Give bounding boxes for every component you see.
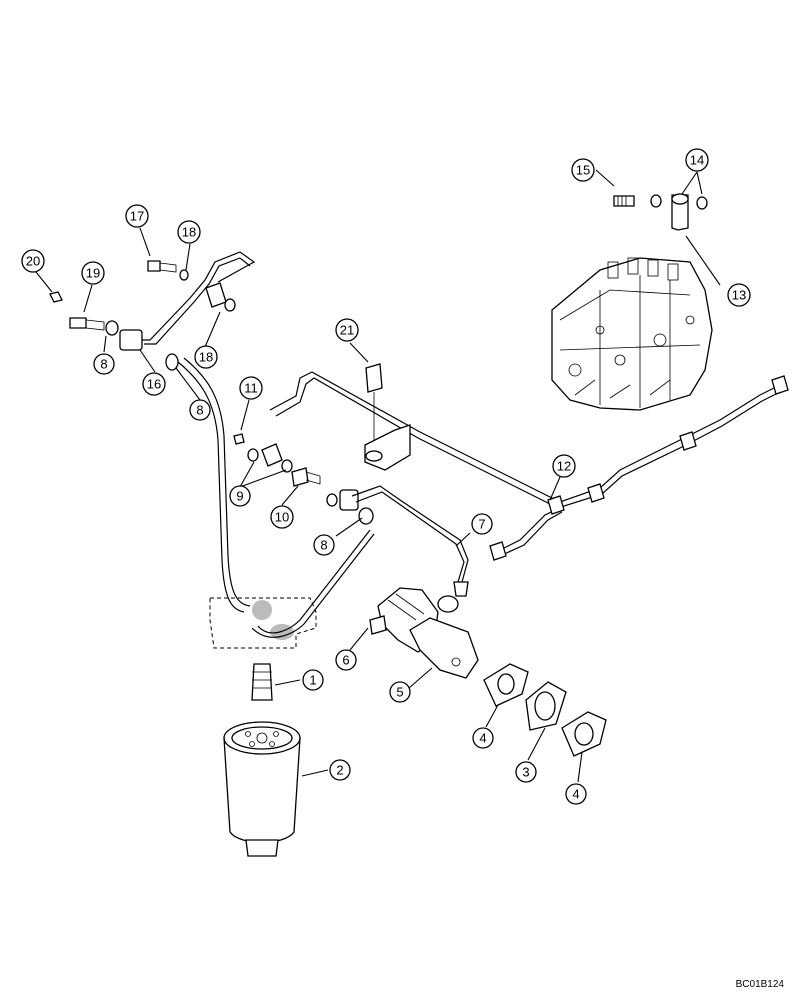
- callout-4a: 4: [472, 727, 494, 749]
- svg-text:8: 8: [196, 403, 203, 418]
- svg-text:11: 11: [244, 381, 258, 396]
- fuel-filter: [223, 721, 301, 857]
- callout-11: 11: [239, 376, 263, 400]
- svg-text:4: 4: [572, 787, 579, 802]
- callout-2: 2: [329, 759, 351, 781]
- svg-text:9: 9: [236, 489, 243, 504]
- callout-18a: 18: [177, 220, 201, 244]
- gaskets: [483, 663, 607, 757]
- svg-text:2: 2: [336, 763, 343, 778]
- callout-15: 15: [571, 158, 595, 182]
- fittings-center-left: [233, 433, 374, 525]
- callout-7: 7: [471, 513, 493, 535]
- callout-8b: 8: [189, 399, 211, 421]
- svg-text:10: 10: [275, 510, 289, 525]
- svg-text:3: 3: [522, 765, 529, 780]
- svg-text:14: 14: [690, 153, 704, 168]
- callout-label: 1: [309, 673, 316, 688]
- callout-1: 1: [302, 669, 324, 691]
- callout-16: 16: [142, 372, 166, 396]
- lift-pump: [369, 587, 479, 679]
- injection-pump: [551, 257, 713, 411]
- callout-17: 17: [125, 204, 149, 228]
- callout-10: 10: [270, 505, 294, 529]
- svg-text:12: 12: [557, 459, 571, 474]
- svg-text:5: 5: [396, 685, 403, 700]
- svg-text:8: 8: [100, 357, 107, 372]
- callout-8c: 8: [313, 534, 335, 556]
- leader-lines: [35, 169, 721, 783]
- svg-text:8: 8: [320, 538, 327, 553]
- callout-21: 21: [335, 318, 359, 342]
- callout-4b: 4: [565, 783, 587, 805]
- svg-text:4: 4: [479, 731, 486, 746]
- callout-8a: 8: [93, 353, 115, 375]
- svg-text:7: 7: [478, 517, 485, 532]
- callout-13: 13: [727, 283, 751, 307]
- svg-text:21: 21: [340, 323, 354, 338]
- fuel-line-7: [351, 485, 469, 583]
- filter-fitting: [251, 663, 273, 701]
- svg-text:17: 17: [130, 209, 144, 224]
- callout-9: 9: [229, 485, 251, 507]
- upper-left-lines: [49, 251, 256, 371]
- filter-head: [209, 529, 375, 649]
- callout-5: 5: [389, 681, 411, 703]
- svg-text:15: 15: [576, 163, 590, 178]
- svg-text:16: 16: [147, 377, 161, 392]
- callout-19: 19: [81, 261, 105, 285]
- banjo-fitting-group: [613, 193, 708, 231]
- svg-text:19: 19: [86, 266, 100, 281]
- fuel-line-12: [261, 363, 789, 561]
- callout-6: 6: [335, 649, 357, 671]
- svg-text:20: 20: [26, 254, 40, 269]
- callout-18b: 18: [194, 345, 218, 369]
- callout-3: 3: [515, 761, 537, 783]
- callout-20: 20: [21, 249, 45, 273]
- svg-text:18: 18: [182, 225, 196, 240]
- callout-12: 12: [552, 454, 576, 478]
- svg-text:6: 6: [342, 653, 349, 668]
- callout-14: 14: [685, 148, 709, 172]
- return-line: [177, 361, 245, 613]
- drawing-code: BC01B124: [735, 979, 784, 990]
- svg-text:18: 18: [199, 350, 213, 365]
- svg-text:13: 13: [732, 288, 746, 303]
